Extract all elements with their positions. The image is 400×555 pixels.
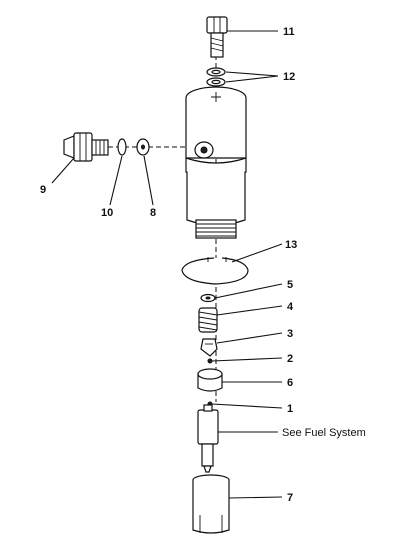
callout-4: 4 xyxy=(287,301,294,313)
retaining-ring-part xyxy=(181,257,249,285)
callout-12: 12 xyxy=(283,71,295,83)
fuel-system-note: See Fuel System xyxy=(282,427,366,439)
callout-9: 9 xyxy=(40,184,46,196)
cap-nut-part xyxy=(192,474,230,534)
fitting-part xyxy=(63,132,109,162)
injector-body-part xyxy=(185,86,247,239)
callout-10: 10 xyxy=(101,207,113,219)
spring-part xyxy=(198,307,218,333)
callout-11: 11 xyxy=(283,26,295,38)
washer-part xyxy=(136,138,150,156)
callout-1: 1 xyxy=(287,403,293,415)
spacer-part xyxy=(197,368,223,392)
callout-8: 8 xyxy=(150,207,156,219)
callout-3: 3 xyxy=(287,328,293,340)
bolt-part xyxy=(206,16,228,58)
pin-part xyxy=(207,358,213,364)
washers-part xyxy=(206,67,226,87)
callout-5: 5 xyxy=(287,279,293,291)
ring-part xyxy=(117,138,127,156)
callout-7: 7 xyxy=(287,492,293,504)
callout-2: 2 xyxy=(287,353,293,365)
callout-6: 6 xyxy=(287,377,293,389)
callout-13: 13 xyxy=(285,239,297,251)
small-washer-part xyxy=(200,293,216,303)
leader-lines xyxy=(51,30,283,499)
nozzle-part xyxy=(197,404,219,473)
spring-seat-part xyxy=(200,338,218,357)
